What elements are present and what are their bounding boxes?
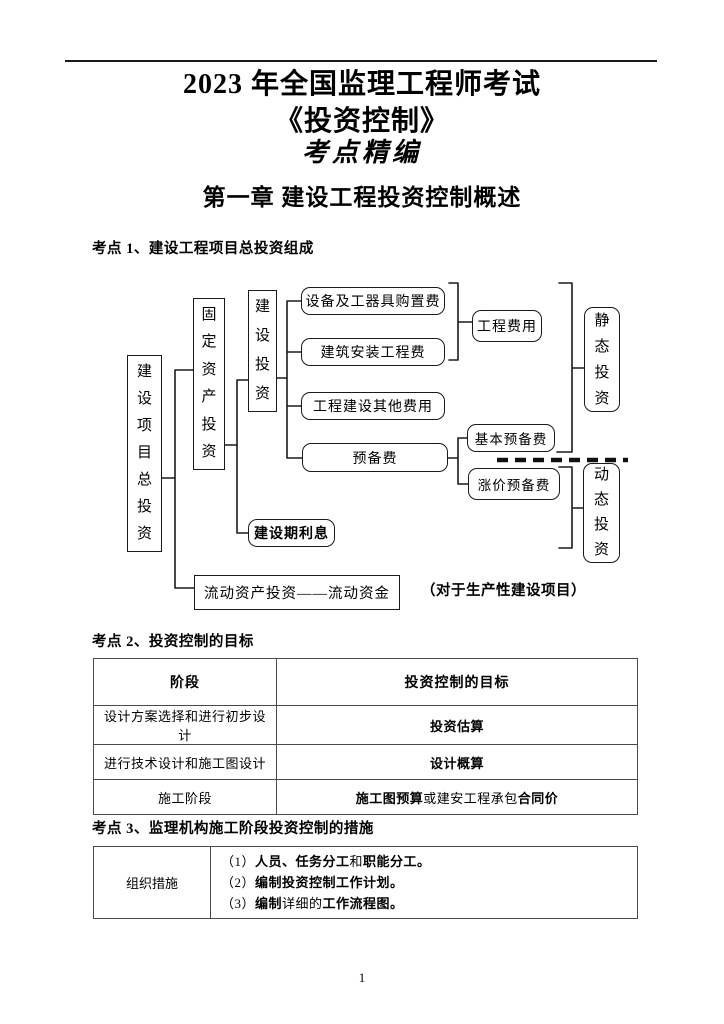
diagram-caption: （对于生产性建设项目） xyxy=(421,583,586,599)
bracket-static-investment xyxy=(556,282,585,453)
table-row: 组织措施 （1）人员、任务分工和职能分工。 （2）编制投资控制工作计划。 （3）… xyxy=(93,846,638,919)
table-row: 进行技术设计和施工图设计 设计概算 xyxy=(93,744,638,780)
diagram-connectors xyxy=(161,282,628,589)
page-number: 1 xyxy=(358,970,366,985)
measure-items-cell: （1）人员、任务分工和职能分工。 （2）编制投资控制工作计划。 （3）编制详细的… xyxy=(210,846,638,919)
connector-construction-to-children xyxy=(276,300,303,459)
table-row: 设计方案选择和进行初步设计 投资估算 xyxy=(93,705,638,745)
bracket-engineering-cost xyxy=(448,282,473,361)
node-static-investment: 静 态 投 资 xyxy=(584,307,620,412)
measure-item: （1）人员、任务分工和职能分工。 xyxy=(221,854,431,869)
node-basic-reserve-fee: 基本预备费 xyxy=(467,424,555,452)
control-measures-table: 组织措施 （1）人员、任务分工和职能分工。 （2）编制投资控制工作计划。 （3）… xyxy=(93,846,638,919)
document-title-line1: 2023 年全国监理工程师考试 xyxy=(182,69,541,100)
header-rule xyxy=(65,60,657,62)
measure-item: （2）编制投资控制工作计划。 xyxy=(221,875,404,890)
goal-cell: 施工图预算或建安工程承包合同价 xyxy=(276,779,638,815)
bracket-dynamic-investment xyxy=(558,466,584,549)
investment-composition-diagram: 建 设 项 目 总 投 资 固 定 资 产 投 资 建 设 投 资 设备及工器具… xyxy=(0,270,724,615)
node-total-project-investment: 建 设 项 目 总 投 资 xyxy=(127,355,162,552)
kaodian3-heading: 考点 3、监理机构施工阶段投资控制的措施 xyxy=(92,821,374,837)
kaodian2-heading: 考点 2、投资控制的目标 xyxy=(92,634,254,650)
measure-item: （3）编制详细的工作流程图。 xyxy=(221,896,404,911)
stage-cell: 设计方案选择和进行初步设计 xyxy=(93,705,277,745)
node-equipment-purchase-fee: 设备及工器具购置费 xyxy=(301,287,445,315)
chapter-title: 第一章 建设工程投资控制概述 xyxy=(202,185,522,210)
table-row: 施工阶段 施工图预算或建安工程承包合同价 xyxy=(93,779,638,815)
node-engineering-cost: 工程费用 xyxy=(472,310,542,342)
goal-cell: 投资估算 xyxy=(276,705,638,745)
table-header-row: 阶段 投资控制的目标 xyxy=(93,658,638,706)
node-construction-investment: 建 设 投 资 xyxy=(248,290,277,412)
connector-reserve-to-children xyxy=(447,437,469,485)
investment-control-goals-table: 阶段 投资控制的目标 设计方案选择和进行初步设计 投资估算 进行技术设计和施工图… xyxy=(93,658,638,815)
node-other-construction-fee: 工程建设其他费用 xyxy=(301,392,445,420)
kaodian1-heading: 考点 1、建设工程项目总投资组成 xyxy=(92,241,314,257)
node-dynamic-investment: 动 态 投 资 xyxy=(583,463,620,563)
connector-fixed-to-children xyxy=(224,379,249,534)
header-stage: 阶段 xyxy=(93,658,277,706)
stage-cell: 施工阶段 xyxy=(93,779,277,815)
connector-total-to-children xyxy=(161,369,195,589)
node-working-capital: 流动资产投资——流动资金 xyxy=(194,575,400,610)
measure-type-cell: 组织措施 xyxy=(93,846,211,919)
node-installation-engineering-fee: 建筑安装工程费 xyxy=(301,338,445,366)
header-goal: 投资控制的目标 xyxy=(276,658,638,706)
node-fixed-asset-investment: 固 定 资 产 投 资 xyxy=(193,298,225,470)
document-title-line2: 《投资控制》 xyxy=(274,106,449,137)
node-reserve-fee: 预备费 xyxy=(302,443,448,472)
stage-cell: 进行技术设计和施工图设计 xyxy=(93,744,277,780)
node-construction-period-interest: 建设期利息 xyxy=(248,519,335,547)
goal-cell: 设计概算 xyxy=(276,744,638,780)
node-price-rise-reserve-fee: 涨价预备费 xyxy=(468,468,560,500)
document-title-line3: 考点精编 xyxy=(301,138,422,167)
